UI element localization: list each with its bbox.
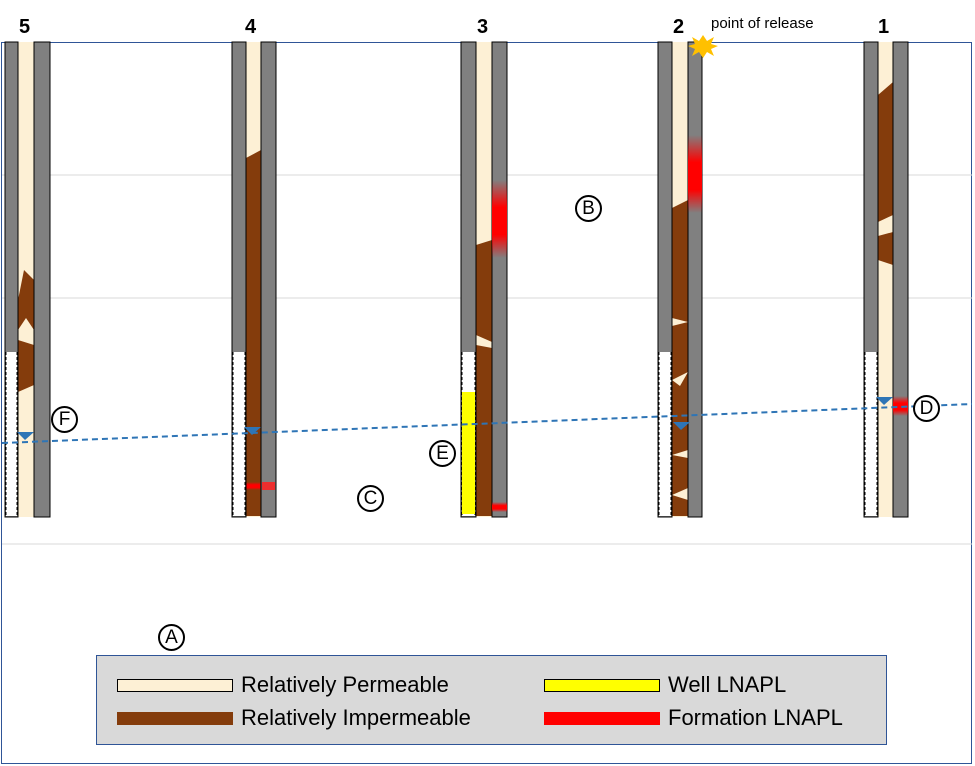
- casing-right: [491, 41, 508, 518]
- marker-e: E: [429, 440, 456, 467]
- water-level-markers: [17, 397, 893, 440]
- well-label-2: 2: [673, 16, 685, 38]
- casing-right: [33, 41, 51, 518]
- well-screen: [233, 352, 245, 516]
- formation-lnapl-zone: [492, 502, 507, 512]
- impermeable-layer: [18, 340, 34, 392]
- marker-a: A: [158, 624, 185, 651]
- starburst-icon: [688, 35, 718, 58]
- marker-b: B: [575, 195, 602, 222]
- casing-right: [260, 41, 277, 518]
- formation-lnapl-zone: [893, 396, 908, 416]
- legend-label-permeable: Relatively Permeable: [241, 672, 449, 697]
- well-label-4: 4: [245, 16, 257, 38]
- legend-swatch-well-lnapl: [544, 679, 660, 692]
- well-label-5: 5: [19, 16, 31, 38]
- legend-swatch-permeable: [117, 679, 233, 692]
- water-level-icon: [876, 397, 893, 405]
- water-level-icon: [17, 432, 34, 440]
- legend-swatch-impermeable: [117, 712, 233, 725]
- legend: Relatively Permeable Relatively Impermea…: [96, 655, 887, 745]
- well-label-1: 1: [878, 16, 890, 38]
- formation-lnapl-zone: [492, 180, 507, 258]
- well-4: [231, 41, 277, 518]
- impermeable-layer: [672, 200, 688, 516]
- well-2: [657, 35, 718, 518]
- impermeable-layer: [878, 82, 893, 265]
- casing-right: [687, 41, 703, 518]
- impermeable-layer: [246, 150, 261, 516]
- legend-label-impermeable: Relatively Impermeable: [241, 705, 471, 730]
- legend-label-formation-lnapl: Formation LNAPL: [668, 705, 843, 730]
- impermeable-layer: [18, 270, 34, 330]
- well-screen: [659, 352, 671, 516]
- well-screen: [865, 352, 877, 516]
- marker-d: D: [913, 395, 940, 422]
- water-level-icon: [673, 422, 690, 430]
- water-table-line: [1, 403, 973, 444]
- marker-c: C: [357, 485, 384, 512]
- legend-label-well-lnapl: Well LNAPL: [668, 672, 787, 697]
- well-label-3: 3: [477, 16, 489, 38]
- impermeable-layer: [476, 240, 492, 516]
- water-level-icon: [244, 427, 261, 435]
- casing-right: [892, 41, 909, 518]
- well-1: [863, 41, 909, 518]
- well-lnapl-column: [462, 392, 475, 514]
- point-of-release-label: point of release: [711, 15, 814, 32]
- marker-f: F: [51, 406, 78, 433]
- well-3: [460, 41, 508, 518]
- well-screen: [6, 352, 17, 516]
- well-5: [4, 41, 51, 518]
- legend-swatch-formation-lnapl: [544, 712, 660, 725]
